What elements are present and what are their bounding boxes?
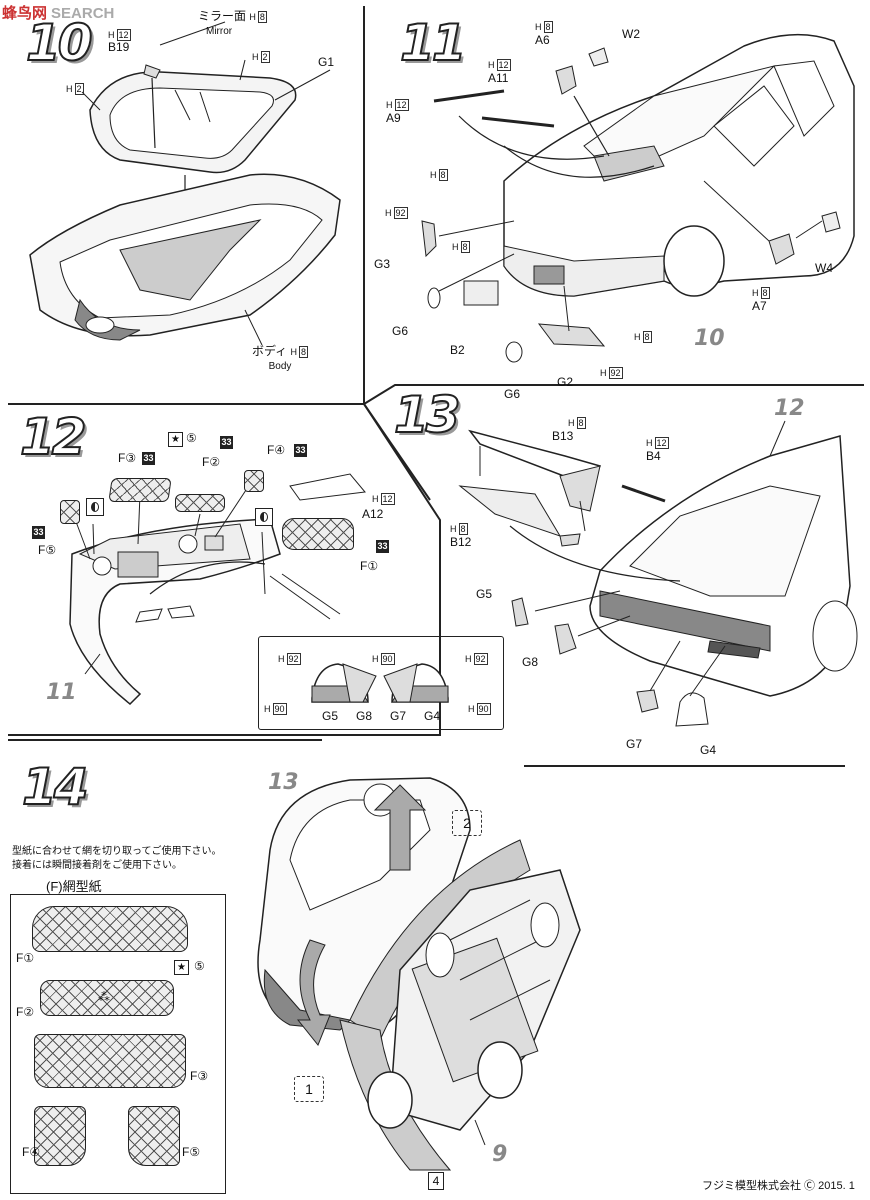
color-33-badge-f4: 33 bbox=[294, 444, 307, 457]
part-g1-label: G1 bbox=[318, 55, 335, 69]
part-f5-label: F⑤ bbox=[38, 543, 57, 557]
step13-drawing bbox=[440, 386, 870, 766]
detail-g8-label: G8 bbox=[356, 709, 373, 723]
part-w2-label: W2 bbox=[622, 27, 640, 41]
template-f3-label: F③ bbox=[190, 1069, 209, 1083]
template-f3 bbox=[34, 1034, 186, 1088]
part-g2-label: G2 bbox=[557, 375, 574, 389]
color-33-badge-f3: 33 bbox=[142, 452, 155, 465]
template-star-icon: ★ bbox=[174, 960, 189, 975]
star-mark-icon: ★ bbox=[168, 432, 183, 447]
part-g8-label: G8 bbox=[522, 655, 539, 669]
step11-drawing bbox=[364, 6, 870, 386]
half-gloss-icon-left bbox=[86, 498, 104, 516]
note-cut-mesh: 型紙に合わせて網を切り取ってご使用下さい。 bbox=[12, 846, 222, 857]
page-number: 4 bbox=[428, 1172, 444, 1190]
ref-step-13: 13 bbox=[268, 770, 299, 795]
mesh-template-frame bbox=[10, 894, 226, 1194]
part-g5-label: G5 bbox=[476, 587, 493, 601]
template-f1 bbox=[32, 906, 188, 952]
callout-1: 1 bbox=[294, 1076, 324, 1102]
template-f4 bbox=[34, 1106, 86, 1166]
mitsubishi-logo-icon: ⁂ bbox=[98, 990, 110, 1004]
part-f1-label: F① bbox=[360, 559, 379, 573]
lens-detail-box bbox=[258, 636, 504, 730]
template-f5 bbox=[128, 1106, 180, 1166]
star-5-label: ⑤ bbox=[186, 431, 197, 445]
step14-drawing bbox=[230, 770, 870, 1180]
step-number-12: 12 bbox=[19, 407, 88, 467]
step-number-11: 11 bbox=[399, 13, 468, 73]
part-f4-label: F④ bbox=[267, 443, 286, 457]
template-f2 bbox=[40, 980, 174, 1016]
detail-g5-label: G5 bbox=[322, 709, 339, 723]
mesh-f2 bbox=[175, 494, 225, 512]
template-star-5-label: ⑤ bbox=[194, 959, 205, 973]
half-gloss-icon-right bbox=[255, 508, 273, 526]
part-g4-label: G4 bbox=[700, 743, 717, 757]
part-f2-label: F② bbox=[202, 455, 221, 469]
part-g3-label: G3 bbox=[374, 257, 391, 271]
ref-step-12: 12 bbox=[774, 396, 805, 421]
ref-step-10: 10 bbox=[694, 326, 725, 351]
template-f5-label: F⑤ bbox=[182, 1145, 201, 1159]
template-f2-label: F② bbox=[16, 1005, 35, 1019]
part-g6a-label: G6 bbox=[392, 324, 409, 338]
step-number-10: 10 bbox=[25, 13, 94, 73]
color-33-badge-star: 33 bbox=[220, 436, 233, 449]
part-g7-label: G7 bbox=[626, 737, 643, 751]
step-number-14: 14 bbox=[21, 757, 90, 817]
template-f1-label: F① bbox=[16, 951, 35, 965]
color-33-badge-f1: 33 bbox=[376, 540, 389, 553]
template-f4-label: F④ bbox=[22, 1145, 41, 1159]
ref-step-11: 11 bbox=[46, 680, 77, 705]
part-f3-label: F③ bbox=[118, 451, 137, 465]
part-w4-label: W4 bbox=[815, 261, 833, 275]
detail-g4-label: G4 bbox=[424, 709, 441, 723]
color-33-badge-f5: 33 bbox=[32, 526, 45, 539]
mesh-f5 bbox=[60, 500, 80, 524]
part-g6b-label: G6 bbox=[504, 387, 521, 401]
mesh-f4 bbox=[244, 470, 264, 492]
mesh-f1 bbox=[282, 518, 354, 550]
callout-2: 2 bbox=[452, 810, 482, 836]
copyright-text: フジミ模型株式会社 Ⓒ 2015. 1 bbox=[702, 1180, 855, 1192]
note-glue: 接着には瞬間接着剤をご使用下さい。 bbox=[12, 860, 182, 871]
part-b2-label: B2 bbox=[450, 343, 465, 357]
mesh-f3 bbox=[108, 478, 172, 502]
mesh-template-title: (F)網型紙 bbox=[46, 879, 102, 894]
step12-drawing bbox=[0, 404, 440, 734]
lens-detail-drawing bbox=[258, 636, 502, 728]
detail-g7-label: G7 bbox=[390, 709, 407, 723]
step10-drawing bbox=[0, 0, 364, 404]
step-number-13: 13 bbox=[393, 385, 462, 445]
ref-step-9: 9 bbox=[492, 1142, 508, 1167]
part-a12-label: A12 bbox=[362, 507, 384, 521]
